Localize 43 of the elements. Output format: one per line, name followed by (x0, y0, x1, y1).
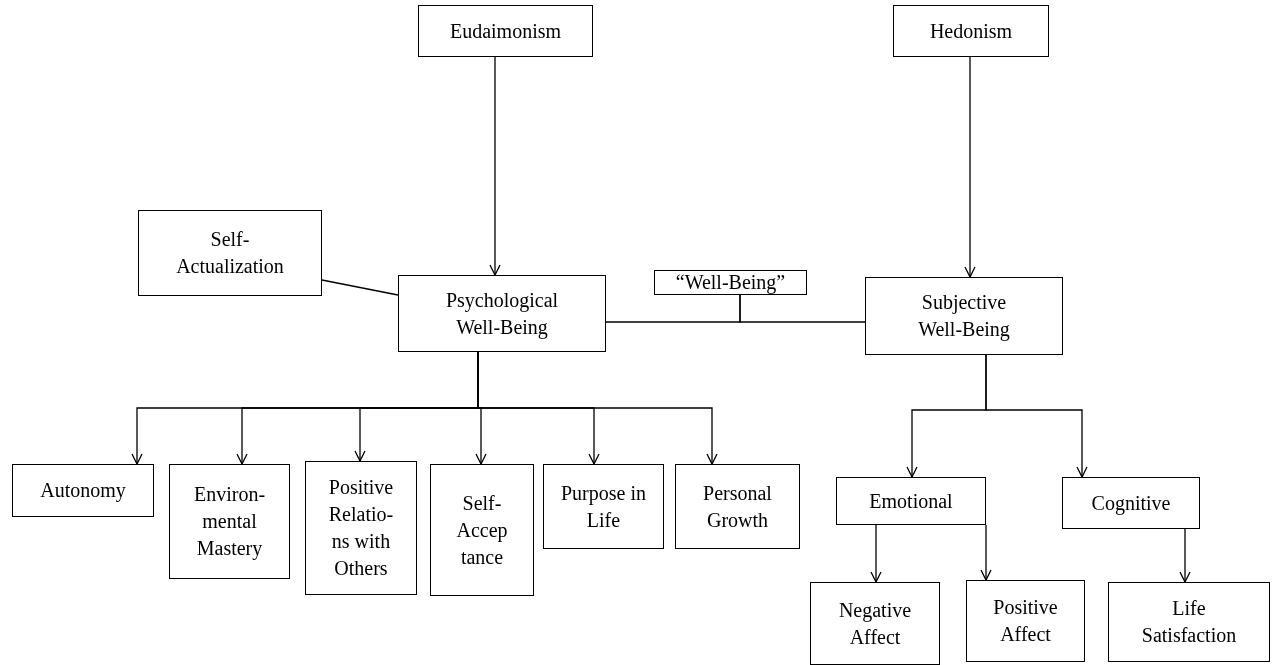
concept-box (305, 461, 417, 595)
concept-box (12, 464, 154, 517)
connector-line (321, 279, 399, 296)
concept-label: Self- Actualization (175, 227, 285, 279)
arrow (477, 351, 718, 465)
concept-label: Negative Affect (837, 597, 913, 650)
concept-box (810, 582, 940, 665)
concept-label: Subjective Well-Being (917, 290, 1011, 343)
arrow (489, 56, 501, 276)
concept-box (543, 464, 664, 549)
concept-label: Psychological Well-Being (444, 287, 560, 341)
concept-label: Positive Relatio- ns with Others (327, 475, 395, 581)
concept-box (966, 580, 1085, 662)
arrow (964, 56, 976, 278)
concept-box (675, 464, 800, 549)
concept-box (430, 464, 534, 596)
arrow (985, 354, 1088, 478)
arrow (980, 524, 992, 581)
arrow (1179, 528, 1191, 583)
concept-label: Hedonism (929, 18, 1013, 44)
concept-box (1108, 582, 1270, 662)
concept-label: Cognitive (1091, 490, 1171, 517)
concept-label: Purpose in Life (560, 480, 647, 533)
concept-box (138, 210, 322, 296)
concept-label: Environ- mental Mastery (192, 482, 267, 562)
concept-box (398, 275, 606, 352)
concept-label: Self- Accep tance (455, 490, 509, 570)
concept-box (836, 477, 986, 525)
concept-label: Positive Affect (992, 595, 1059, 647)
concept-label: Life Satisfaction (1140, 596, 1238, 648)
concept-box (654, 270, 807, 295)
concept-box (1062, 477, 1200, 529)
connector-line (739, 294, 866, 323)
concept-box (169, 464, 290, 579)
concept-label: “Well-Being” (675, 270, 786, 296)
concept-box (893, 5, 1049, 57)
concept-box (418, 5, 593, 57)
concept-label: Emotional (869, 488, 953, 514)
concept-label: Eudaimonism (449, 18, 562, 44)
arrow (870, 524, 882, 583)
concept-label: Personal Growth (702, 480, 773, 533)
concept-label: Autonomy (40, 478, 126, 504)
concept-box (865, 277, 1063, 355)
